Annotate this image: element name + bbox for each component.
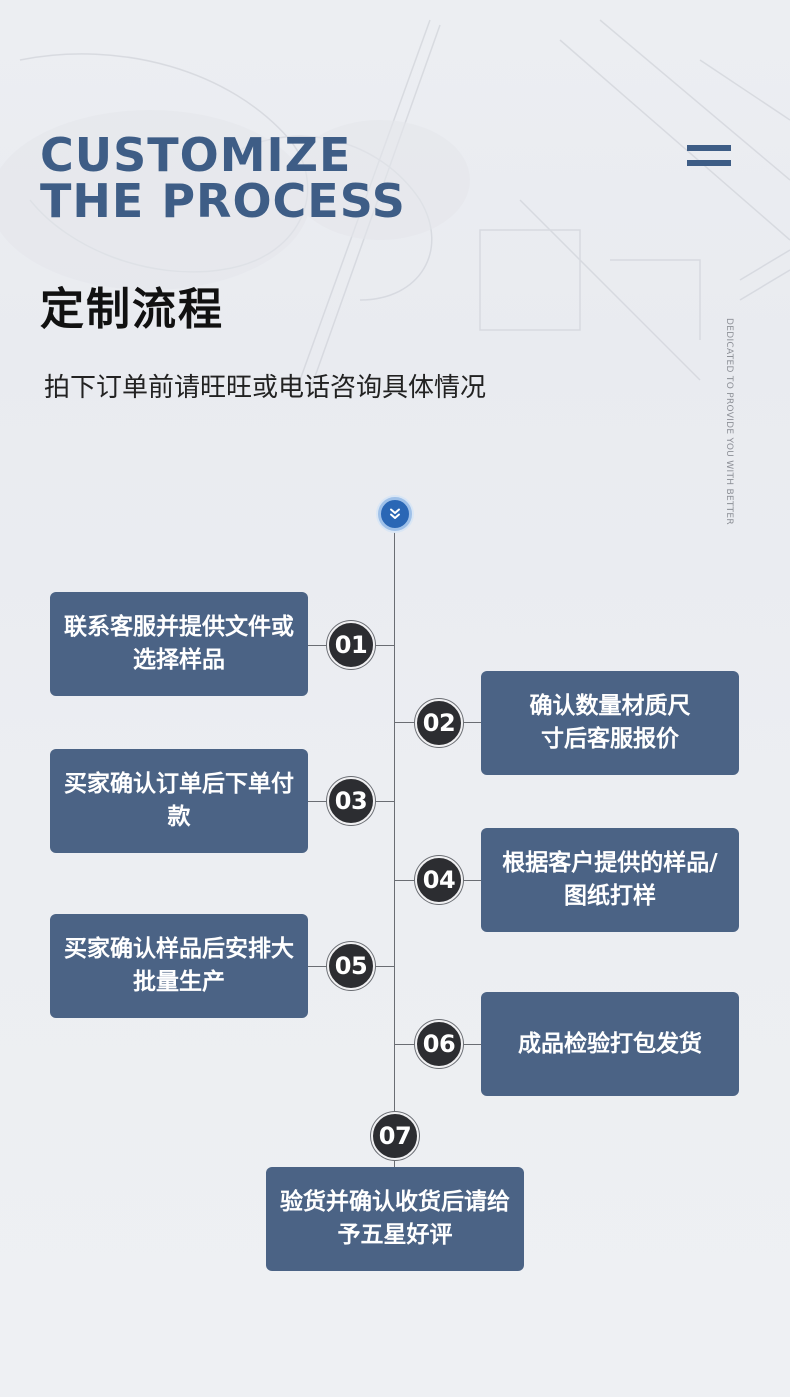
hamburger-menu-icon[interactable] [687, 145, 731, 170]
step-01-number: 01 [327, 621, 375, 669]
title-en-line2: THE PROCESS [40, 174, 406, 228]
step-02-box: 确认数量材质尺寸后客服报价 [481, 671, 739, 775]
step-01-box: 联系客服并提供文件或选择样品 [50, 592, 308, 696]
step-07-text: 验货并确认收货后请给予五星好评 [280, 1189, 510, 1248]
page-title-english: CUSTOMIZE THE PROCESS [40, 132, 406, 224]
step-06-box: 成品检验打包发货 [481, 992, 739, 1096]
step-06-text: 成品检验打包发货 [518, 1030, 702, 1057]
step-02-number: 02 [415, 699, 463, 747]
double-chevron-down-icon [390, 508, 400, 519]
step-03-box: 买家确认订单后下单付款 [50, 749, 308, 853]
title-en-line1: CUSTOMIZE [40, 128, 352, 182]
step-01-text: 联系客服并提供文件或选择样品 [64, 614, 294, 673]
step-07-number: 07 [371, 1112, 419, 1160]
menu-bar-bottom [687, 160, 731, 166]
step-03-text: 买家确认订单后下单付款 [64, 771, 294, 830]
step-05-text: 买家确认样品后安排大批量生产 [64, 936, 294, 995]
step-02-text: 确认数量材质尺寸后客服报价 [529, 693, 691, 752]
page-subtitle: 拍下订单前请旺旺或电话咨询具体情况 [44, 373, 487, 403]
vertical-side-text: DEDICATED TO PROVIDE YOU WITH BETTER [724, 318, 734, 525]
step-05-box: 买家确认样品后安排大批量生产 [50, 914, 308, 1018]
step-03-number: 03 [327, 777, 375, 825]
step-04-text: 根据客户提供的样品/图纸打样 [502, 850, 718, 909]
background-desk-photo [0, 19, 790, 386]
step-06-number: 06 [415, 1020, 463, 1068]
step-04-box: 根据客户提供的样品/图纸打样 [481, 828, 739, 932]
step-04-number: 04 [415, 856, 463, 904]
page-title-chinese: 定制流程 [40, 284, 224, 335]
timeline-top-node [378, 497, 412, 531]
timeline-line [394, 528, 395, 1168]
step-05-number: 05 [327, 942, 375, 990]
step-07-box: 验货并确认收货后请给予五星好评 [266, 1167, 524, 1271]
menu-bar-top [687, 145, 731, 151]
